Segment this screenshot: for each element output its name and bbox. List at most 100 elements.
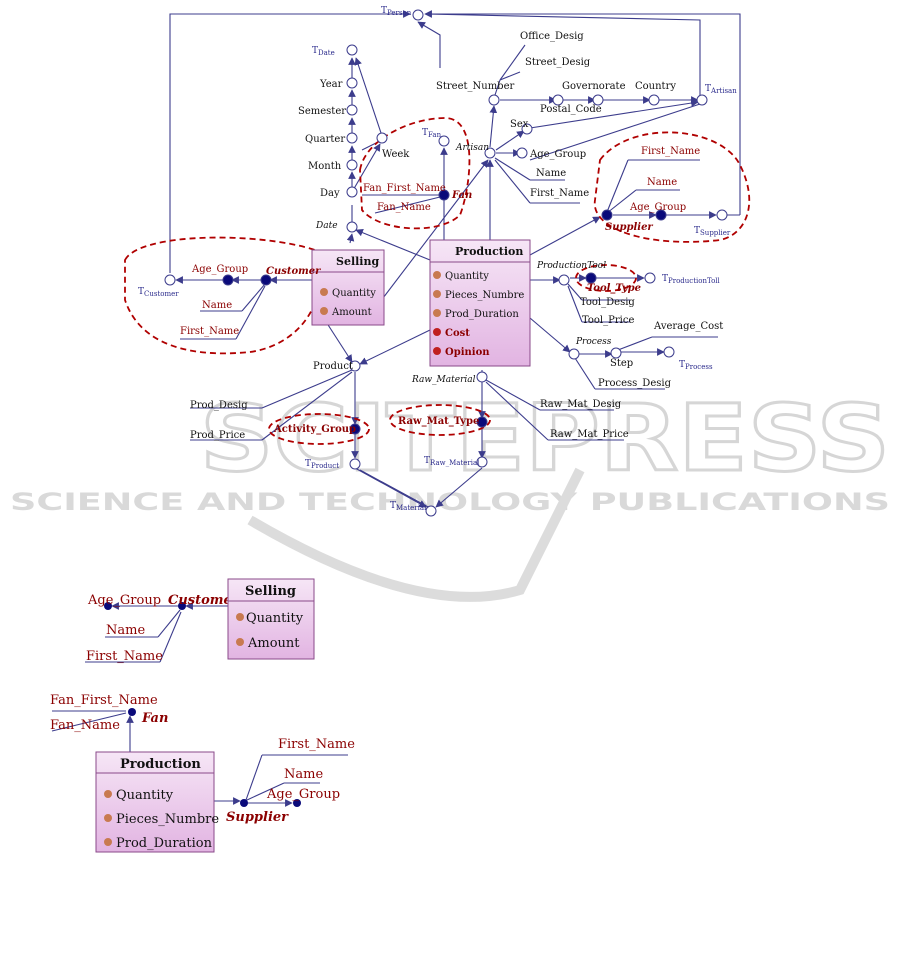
measure-dot [104, 814, 112, 822]
t-material-node [425, 505, 437, 517]
top-edges [169, 10, 741, 509]
week-label: Week [382, 149, 410, 160]
t-production-tool-node [644, 272, 656, 284]
production-title: Production [455, 245, 523, 258]
measure-dot [433, 290, 441, 298]
supplier-first-name-label: First_Name [641, 146, 700, 157]
t-raw-material-node [476, 456, 488, 468]
fan-label: Fan [141, 711, 168, 726]
supplier-age-group-label: Age_Group [629, 202, 686, 213]
raw-mat-type-ring [389, 404, 491, 436]
customer-label: Customer [266, 266, 321, 277]
artisan-age-group-label: Age_Group [529, 149, 586, 160]
t-person-label: TPerson [381, 6, 412, 17]
sex-label: Sex [510, 119, 529, 130]
fan-node [128, 708, 136, 716]
selling-title: Selling [245, 584, 296, 599]
watermark-swoosh [247, 467, 585, 602]
month-label: Month [308, 161, 342, 172]
t-material-label: TMaterial [390, 501, 427, 512]
postal-code-label: Postal_Code [540, 104, 602, 115]
month-node [346, 159, 358, 171]
artisan-label: Artisan [455, 143, 489, 153]
production-fact-top: Production Quantity Pieces_Numbre Prod_D… [429, 239, 531, 367]
customer-age-group-label: Age_Group [191, 264, 248, 275]
tool-desig-label: Tool_Desig [580, 297, 635, 308]
raw-mat-desig-label: Raw_Mat_Desig [540, 399, 622, 410]
step-label: Step [610, 358, 633, 369]
supplier-label: Supplier [226, 810, 289, 825]
semester-label: Semester [298, 106, 346, 117]
supplier-node [601, 209, 613, 221]
process-label: Process [575, 337, 612, 347]
product-node [349, 360, 361, 372]
activity-group-ring [268, 413, 370, 445]
tool-type-node [585, 272, 597, 284]
raw-material-label: Raw_Material [411, 375, 476, 385]
semester-node [346, 104, 358, 116]
quarter-node [346, 132, 358, 144]
t-date-node [346, 44, 358, 56]
t-supplier-node [716, 209, 728, 221]
fan-name-label: Fan_Name [377, 202, 431, 213]
artisan-node [484, 147, 496, 159]
raw-mat-type-node [476, 416, 488, 428]
customer-node [178, 602, 186, 610]
tool-type-ring [575, 264, 637, 292]
artisan-name-label: Name [536, 168, 566, 179]
process-node [568, 348, 580, 360]
year-node [346, 77, 358, 89]
fan-label: Fan [451, 190, 472, 201]
product-label: Product [313, 361, 353, 372]
measure-dot [320, 307, 328, 315]
governorate-label: Governorate [562, 81, 626, 92]
t-process-node [663, 346, 675, 358]
measure-dot [104, 790, 112, 798]
date-label: Date [315, 221, 338, 231]
raw-mat-price-label: Raw_Mat_Price [550, 429, 629, 440]
t-product-node [349, 458, 361, 470]
process-desig-label: Process_Desig [598, 378, 672, 389]
fan-ring [359, 117, 471, 230]
governorate-node [592, 94, 604, 106]
customer-name-label: Name [202, 300, 232, 311]
t-raw-material-label: TRaw_Material [424, 456, 480, 467]
measure-dot [236, 613, 244, 621]
selling-measure: Amount [331, 307, 372, 318]
supplier-name-label: Name [284, 767, 323, 782]
selling-measure: Quantity [246, 611, 304, 626]
production-new-measure: Cost [445, 328, 470, 339]
measure-dot [433, 309, 441, 317]
dashed-rings [124, 117, 751, 445]
artisan-first-name-label: First_Name [530, 188, 589, 199]
top-labels: TPerson TDate TFan TArtisan TSupplier TC… [138, 6, 737, 512]
sex-node [521, 123, 533, 135]
customer-label: Customer [168, 593, 240, 608]
t-production-tool-label: TProductionToll [662, 274, 721, 285]
selling-measure: Amount [247, 636, 300, 651]
customer-first-name-label: First_Name [180, 326, 239, 337]
t-process-label: TProcess [679, 360, 713, 371]
activity-group-node [349, 423, 361, 435]
bottom-selling-schema: Age_Group Customer Name First_Name Selli… [85, 578, 315, 664]
day-label: Day [320, 188, 340, 199]
raw-material-node [476, 371, 488, 383]
supplier-age-group-label: Age_Group [266, 787, 340, 802]
date-node [346, 221, 358, 233]
raw-mat-type-label: Raw_Mat_Type [398, 416, 479, 427]
age-group-node [293, 799, 301, 807]
fan-first-name-label: Fan_First_Name [50, 693, 158, 708]
quarter-label: Quarter [305, 134, 345, 145]
activity-group-label: Activity_Group [273, 424, 356, 435]
t-artisan-label: TArtisan [705, 84, 737, 95]
supplier-age-group-node [655, 209, 667, 221]
tool-price-label: Tool_Price [582, 315, 634, 326]
t-fan-label: TFan [422, 128, 442, 139]
bottom-production-schema: Fan_First_Name Fan_Name Fan Production Q… [50, 693, 355, 853]
name-label: Name [106, 623, 145, 638]
production-measure: Pieces_Numbre [116, 812, 219, 827]
prod-price-label: Prod_Price [190, 430, 245, 441]
production-new-measure: Opinion [445, 347, 490, 358]
week-node [376, 132, 388, 144]
